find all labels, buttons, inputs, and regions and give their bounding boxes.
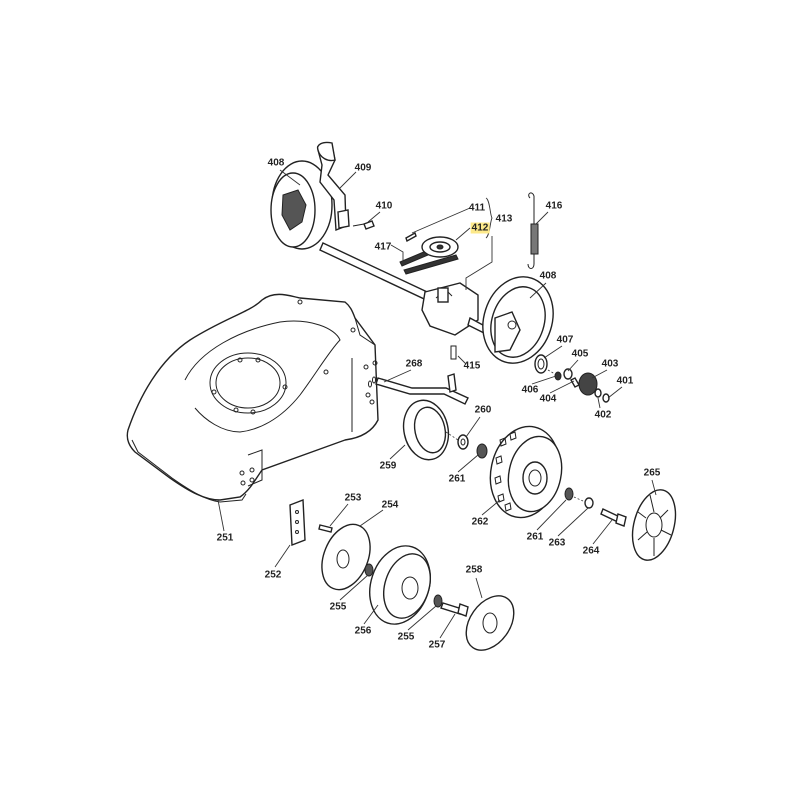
part-label-262: 262 — [471, 516, 489, 528]
part-label-413: 413 — [495, 213, 513, 225]
part-label-256: 256 — [354, 625, 372, 637]
part-label-416: 416 — [545, 200, 563, 212]
part-label-259: 259 — [379, 460, 397, 472]
ring-gear-drawing — [402, 399, 488, 461]
front-wheel-drawing — [289, 498, 515, 651]
part-label-261: 261 — [448, 473, 466, 485]
part-label-417: 417 — [374, 241, 392, 253]
part-label-263: 263 — [548, 537, 566, 549]
part-label-261-outer: 261 — [526, 531, 544, 543]
rear-wheel-drawing — [489, 425, 627, 527]
part-label-410: 410 — [375, 200, 393, 212]
part-label-265: 265 — [643, 467, 661, 479]
part-label-402: 402 — [594, 409, 612, 421]
part-label-415: 415 — [463, 360, 481, 372]
part-label-251: 251 — [216, 532, 234, 544]
deck-drawing — [126, 293, 379, 503]
part-label-253: 253 — [344, 492, 362, 504]
part-label-412-highlighted: 412 — [470, 222, 490, 234]
part-label-255: 255 — [329, 601, 347, 613]
part-label-411: 411 — [468, 202, 486, 214]
part-label-258: 258 — [465, 564, 483, 576]
part-label-407: 407 — [556, 334, 574, 346]
drive-small-parts-drawing — [534, 354, 610, 403]
part-label-260: 260 — [474, 404, 492, 416]
rear-axle-drawing — [375, 373, 469, 405]
rear-hubcap-drawing — [631, 489, 677, 561]
leader-lines — [217, 169, 657, 639]
part-label-257: 257 — [428, 639, 446, 651]
part-label-405: 405 — [571, 348, 589, 360]
part-label-254: 254 — [381, 499, 399, 511]
part-label-403: 403 — [601, 358, 619, 370]
right-wheel-cover-drawing — [482, 276, 554, 364]
part-label-409: 409 — [354, 162, 372, 174]
part-label-406: 406 — [521, 384, 539, 396]
part-label-408-left: 408 — [267, 157, 285, 169]
part-label-401: 401 — [616, 375, 634, 387]
part-label-408-right: 408 — [539, 270, 557, 282]
part-label-252: 252 — [264, 569, 282, 581]
gearbox-drawing — [319, 231, 493, 337]
spring-drawing — [527, 192, 539, 269]
part-label-268: 268 — [405, 358, 423, 370]
part-label-264: 264 — [582, 545, 600, 557]
left-wheel-cover-drawing — [270, 141, 375, 250]
part-label-255-outer: 255 — [397, 631, 415, 643]
part-label-404: 404 — [539, 393, 557, 405]
